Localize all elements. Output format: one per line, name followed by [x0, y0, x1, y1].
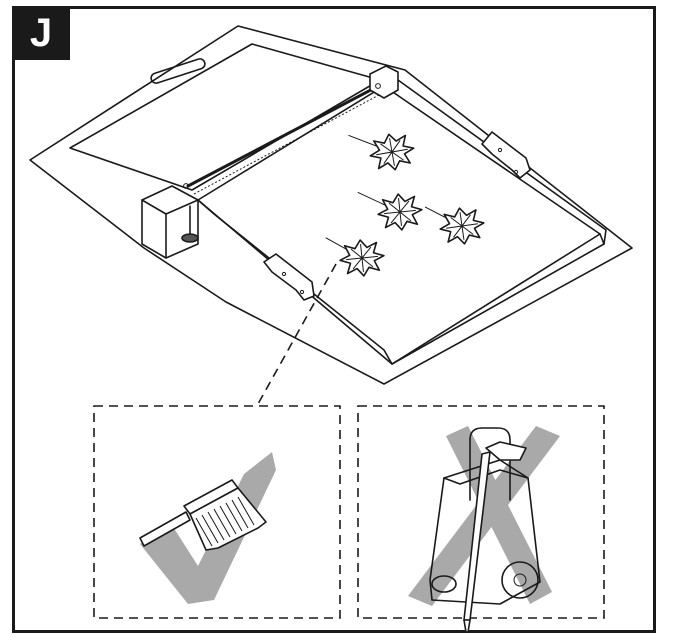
- leaf-icon: [357, 191, 423, 231]
- detail-box-pressure-washer: [357, 405, 605, 619]
- rivet: [299, 289, 305, 295]
- ramp-assembly: [29, 25, 633, 385]
- callout-leader-line: [257, 263, 337, 405]
- cross-mark-icon: [408, 426, 560, 606]
- side-handle-right: [481, 131, 531, 179]
- hinge-bolt: [183, 183, 189, 189]
- detail-brush: [139, 452, 276, 604]
- washer-wheel: [501, 561, 539, 599]
- hinge-bar: [186, 80, 388, 188]
- support-block-edge: [165, 199, 199, 215]
- washer-hose-reel: [431, 575, 457, 593]
- carry-slot: [150, 58, 206, 84]
- detail-box-brush: [93, 405, 341, 619]
- detail-pressure-washer: [408, 426, 560, 633]
- brush-bristle-lines: [195, 496, 255, 547]
- leaf-icon: [348, 133, 415, 171]
- check-mark-icon: [140, 452, 276, 604]
- support-block-edge: [141, 199, 167, 215]
- leaf-icon: [325, 237, 385, 277]
- washer-wheel-hub: [513, 573, 527, 587]
- leaves: [325, 133, 485, 277]
- washer-handle-frame: [469, 427, 511, 501]
- step-letter-badge: J: [12, 6, 70, 60]
- hinge-block: [369, 65, 399, 99]
- hinge-bolt: [375, 83, 381, 89]
- spray-nozzle: [463, 619, 471, 633]
- rivet: [513, 169, 519, 175]
- rivet: [497, 147, 503, 153]
- brush-handle: [139, 511, 191, 547]
- leaf-icon: [424, 206, 485, 245]
- spray-gun-grip: [485, 441, 527, 461]
- side-handle-front: [263, 253, 315, 301]
- rivet: [281, 271, 287, 277]
- support-foot: [181, 233, 199, 243]
- panel-frame: [12, 6, 656, 633]
- hinge-bar-shadow: [193, 87, 393, 195]
- washer-body: [429, 459, 541, 605]
